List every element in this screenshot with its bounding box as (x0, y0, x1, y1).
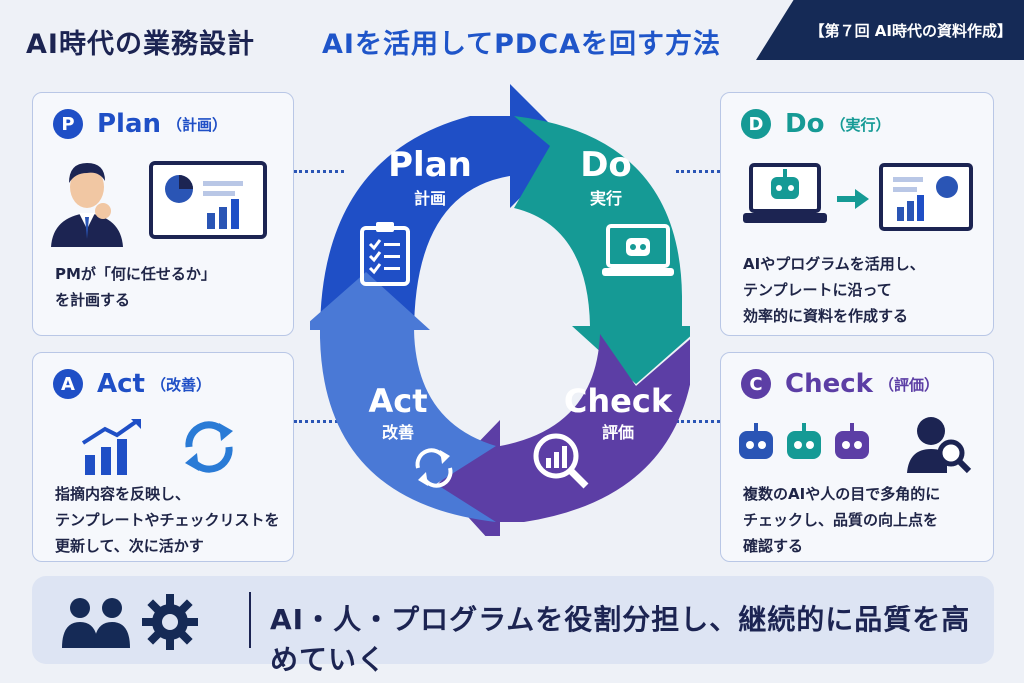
do-badge: D (741, 109, 771, 139)
check-card-text: 複数のAIや人の目で多角的に チェックし、品質の向上点を 確認する (743, 485, 941, 555)
robots-icon (739, 423, 869, 459)
act-card-name: Act (97, 369, 145, 399)
plan-card-sub: （計画） (167, 115, 228, 134)
do-card-sub: （実行） (830, 115, 891, 134)
cycle-act-label: Act (368, 382, 427, 420)
report-screen-icon (149, 161, 267, 239)
cycle-check-sub: 評価 (602, 423, 634, 442)
do-card-text: AIやプログラムを活用し、 テンプレートに沿って 効率的に資料を作成する (743, 255, 925, 325)
report-screen-icon (879, 163, 973, 231)
gear-icon (142, 594, 198, 650)
bottom-message: AI・人・プログラムを役割分担し、継続的に品質を高めていく (270, 603, 971, 676)
plan-badge: P (53, 109, 83, 139)
do-card: D Do （実行） AIやプログラムを活用し、 テンプレートに沿って 効率的に資… (720, 92, 994, 336)
act-card-sub: （改善） (150, 375, 211, 394)
laptop-robot-icon (602, 224, 674, 276)
cycle-plan-sub: 計画 (414, 189, 446, 208)
act-card-title: A Act （改善） (53, 369, 211, 399)
plan-card-title: P Plan （計画） (53, 109, 227, 139)
cycle-check-label: Check (564, 382, 673, 420)
check-card-title: C Check （評価） (741, 369, 939, 399)
connector-plan (294, 170, 344, 173)
pdca-cycle: Plan 計画 Do 実行 Check 評価 Act 改善 (310, 84, 690, 536)
plan-card-text: PMが「何に任せるか」 を計画する (55, 265, 216, 309)
connector-check (676, 420, 720, 423)
plan-card: P Plan （計画） PMが「何に任せるか」 を計画する (32, 92, 294, 336)
cycle-do-arrow (514, 116, 690, 384)
cycle-plan-label: Plan (388, 145, 472, 185)
cycle-act-sub: 改善 (382, 423, 414, 442)
person-thinking-icon (51, 163, 123, 247)
do-card-name: Do (785, 109, 825, 139)
cycle-do-sub: 実行 (590, 189, 622, 208)
magnifier-chart-icon (533, 433, 589, 489)
check-badge: C (741, 369, 771, 399)
cycle-plan-arrow (320, 84, 572, 334)
connector-act (294, 420, 344, 423)
series-banner: 【第７回 AI時代の資料作成】 (756, 0, 1024, 60)
header-title: AI時代の業務設計 (26, 29, 255, 60)
refresh-icon (185, 421, 233, 473)
arrow-right-icon (837, 189, 869, 209)
check-card-sub: （評価） (878, 375, 939, 394)
refresh-icon (415, 448, 453, 488)
growth-chart-icon (81, 419, 141, 475)
cycle-act-arrow (310, 272, 496, 522)
act-badge: A (53, 369, 83, 399)
act-card: A Act （改善） 指摘内容を反映し、 テンプレートやチェックリストを 更新し… (32, 352, 294, 562)
check-card: C Check （評価） 複数のAIや人の目で多角的に チェックし、品質の向上点… (720, 352, 994, 562)
act-card-text: 指摘内容を反映し、 テンプレートやチェックリストを 更新して、次に活かす (55, 485, 280, 555)
clipboard-icon (360, 222, 410, 286)
person-search-icon (907, 417, 972, 474)
cycle-do-label: Do (580, 145, 632, 185)
series-label: 【第７回 AI時代の資料作成】 (809, 21, 1012, 40)
check-card-name: Check (785, 369, 873, 399)
header-subtitle: AIを活用してPDCAを回す方法 (322, 29, 722, 60)
banner-divider (249, 592, 251, 648)
bottom-banner: AI・人・プログラムを役割分担し、継続的に品質を高めていく (32, 576, 994, 676)
laptop-robot-icon (743, 163, 827, 223)
team-icon (62, 598, 130, 648)
plan-card-name: Plan (97, 109, 162, 139)
connector-do (676, 170, 720, 173)
do-card-title: D Do （実行） (741, 109, 890, 139)
